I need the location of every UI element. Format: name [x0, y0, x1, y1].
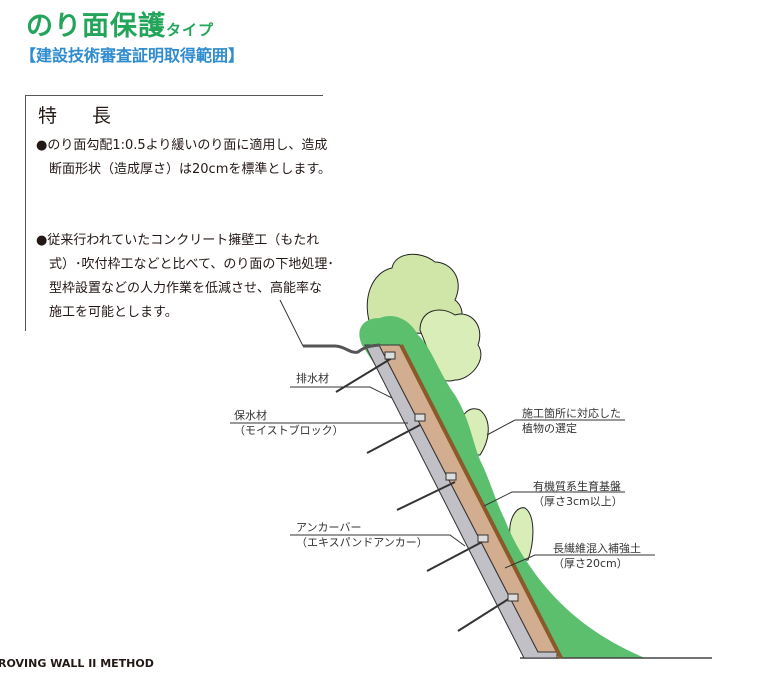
slope-crest [303, 343, 381, 354]
tree-icon [366, 253, 534, 561]
page-title: のり面保護タイプ [26, 11, 215, 42]
subtitle: 【建設技術審査証明取得範囲】 [20, 46, 245, 65]
label-plants: 施工箇所に対応した植物の選定 [522, 407, 621, 435]
feature-item: ●従来行われていたコンクリート擁壁工（もたれ 式）･吹付枠工などと比べて、のり面… [36, 233, 334, 320]
footer-method: ROVING WALL II METHOD [0, 657, 154, 670]
anchor-bar [335, 357, 511, 632]
reinforced-soil-layer [378, 344, 558, 653]
features-heading: 特 長 [38, 105, 120, 127]
leader-line [230, 386, 655, 569]
growth-base-layer [399, 344, 563, 659]
box-border-top [25, 95, 323, 96]
label-water-retention: 保水材（モイストブロック） [234, 409, 344, 437]
label-anchor: アンカーバー（エキスパンドアンカー） [296, 521, 428, 549]
box-border-left [25, 95, 26, 331]
label-growth-base: 有機質系生育基盤（厚さ3cm以上） [533, 480, 623, 508]
label-reinforced-soil: 長繊維混入補強土（厚さ20cm） [553, 542, 641, 570]
moist-block [384, 351, 519, 602]
label-drain: 排水材 [296, 372, 329, 385]
feature-item: ●のり面勾配1:0.5より緩いのり面に適用し、造成 断面形状（造成厚さ）は20c… [36, 138, 332, 177]
